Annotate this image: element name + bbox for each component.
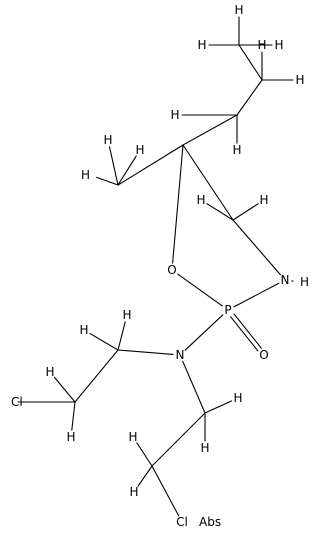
atom-label-cl2: Cl <box>176 515 188 529</box>
atom-label-h18: H <box>200 441 209 455</box>
bond-c6-h11 <box>232 203 259 221</box>
atom-label-n1: N <box>281 273 290 287</box>
bond-c10-cl2 <box>151 465 180 517</box>
bond-c7-h14 <box>89 332 119 351</box>
bond-o1-p1 <box>177 273 223 307</box>
atom-label-h4: H <box>295 73 304 87</box>
atom-label-h10: H <box>135 143 144 157</box>
bond-c9-h17 <box>204 400 233 414</box>
atom-label-h1: H <box>234 3 243 17</box>
bond-c2-c3 <box>236 79 263 116</box>
atom-label-h22: H <box>300 275 309 289</box>
atom-label-cl1: Cl <box>11 395 23 409</box>
atom-label-o2: O <box>259 348 268 362</box>
atom-label-h8: H <box>81 168 90 182</box>
bond-p1-n2 <box>184 314 224 351</box>
bond-n2-c7 <box>117 349 174 355</box>
bond-c6-h12 <box>206 203 234 221</box>
atom-label-n2: N <box>176 348 185 362</box>
stereo-abs-label: Abs <box>199 515 221 529</box>
atom-label-h7: H <box>170 108 179 122</box>
bond-c7-h13 <box>117 321 126 351</box>
atom-label-h15: H <box>66 430 75 444</box>
atom-label-h14: H <box>79 323 88 337</box>
bond-p1-o2 <box>230 316 259 352</box>
atom-label-h11: H <box>259 193 268 207</box>
atom-label-h13: H <box>122 308 131 322</box>
atom-label-h6: H <box>232 143 241 157</box>
bond-c4-c5 <box>117 144 184 186</box>
bond-n1-p1 <box>233 282 280 308</box>
bond-p1-o2-second <box>233 313 262 349</box>
bond-c5-h10 <box>117 155 137 186</box>
bond-c5-h8 <box>96 176 119 186</box>
bond-c3-c4 <box>182 114 238 146</box>
bond-c1-c2 <box>238 44 263 81</box>
atom-label-h9: H <box>103 133 112 147</box>
bond-c4-c6 <box>182 144 234 221</box>
bond-c8-h16 <box>53 376 76 403</box>
bond-c10-h19 <box>136 442 153 467</box>
atom-label-h3: H <box>274 38 283 52</box>
atom-label-h16: H <box>45 365 54 379</box>
atom-label-h5: H <box>257 38 266 52</box>
bond-c9-c10 <box>151 412 206 467</box>
bond-c4-o1 <box>172 144 184 264</box>
atom-label-h2: H <box>197 38 206 52</box>
atom-label-h20: H <box>129 485 138 499</box>
bond-layer <box>17 16 294 517</box>
bond-c7-c8 <box>74 349 119 403</box>
atom-label-h12: H <box>196 193 205 207</box>
atom-label-h19: H <box>128 430 137 444</box>
bond-c6-n1 <box>232 219 281 276</box>
bond-c5-h9 <box>108 146 119 186</box>
bond-c8-h15 <box>71 401 76 431</box>
bond-c10-h20 <box>137 465 153 487</box>
atom-label-p1: P <box>224 303 231 317</box>
atom-label-h17: H <box>233 391 242 405</box>
bond-n2-c9 <box>182 360 206 414</box>
atom-label-o1: O <box>167 263 176 277</box>
